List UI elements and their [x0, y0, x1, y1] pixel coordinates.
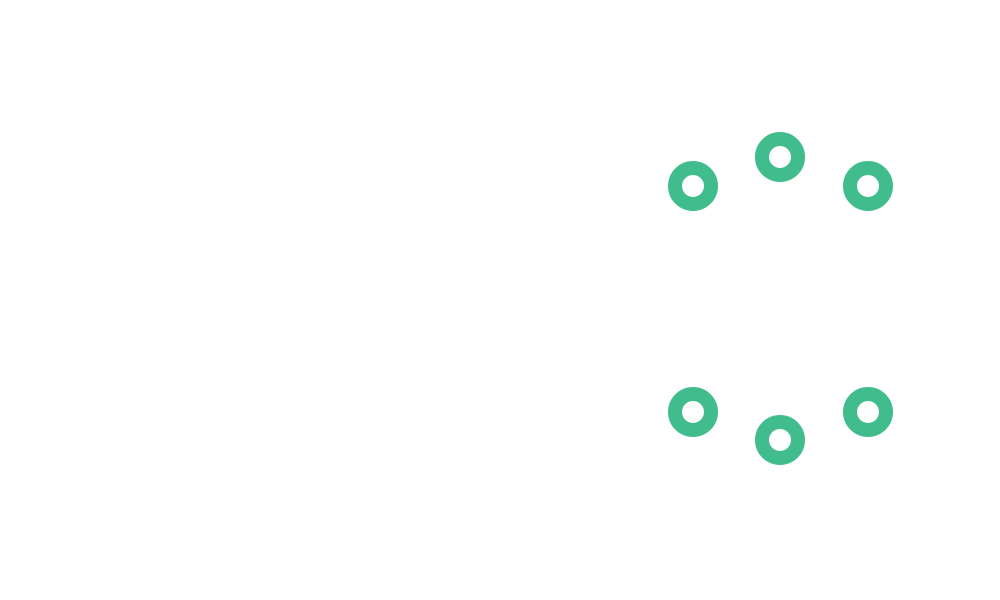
- loading-ring-icon: [755, 415, 805, 465]
- loading-ring-icon: [668, 161, 718, 211]
- loading-ring-icon: [843, 161, 893, 211]
- loading-ring-icon: [843, 387, 893, 437]
- loading-ring-icon: [668, 387, 718, 437]
- loading-ring-icon: [755, 132, 805, 182]
